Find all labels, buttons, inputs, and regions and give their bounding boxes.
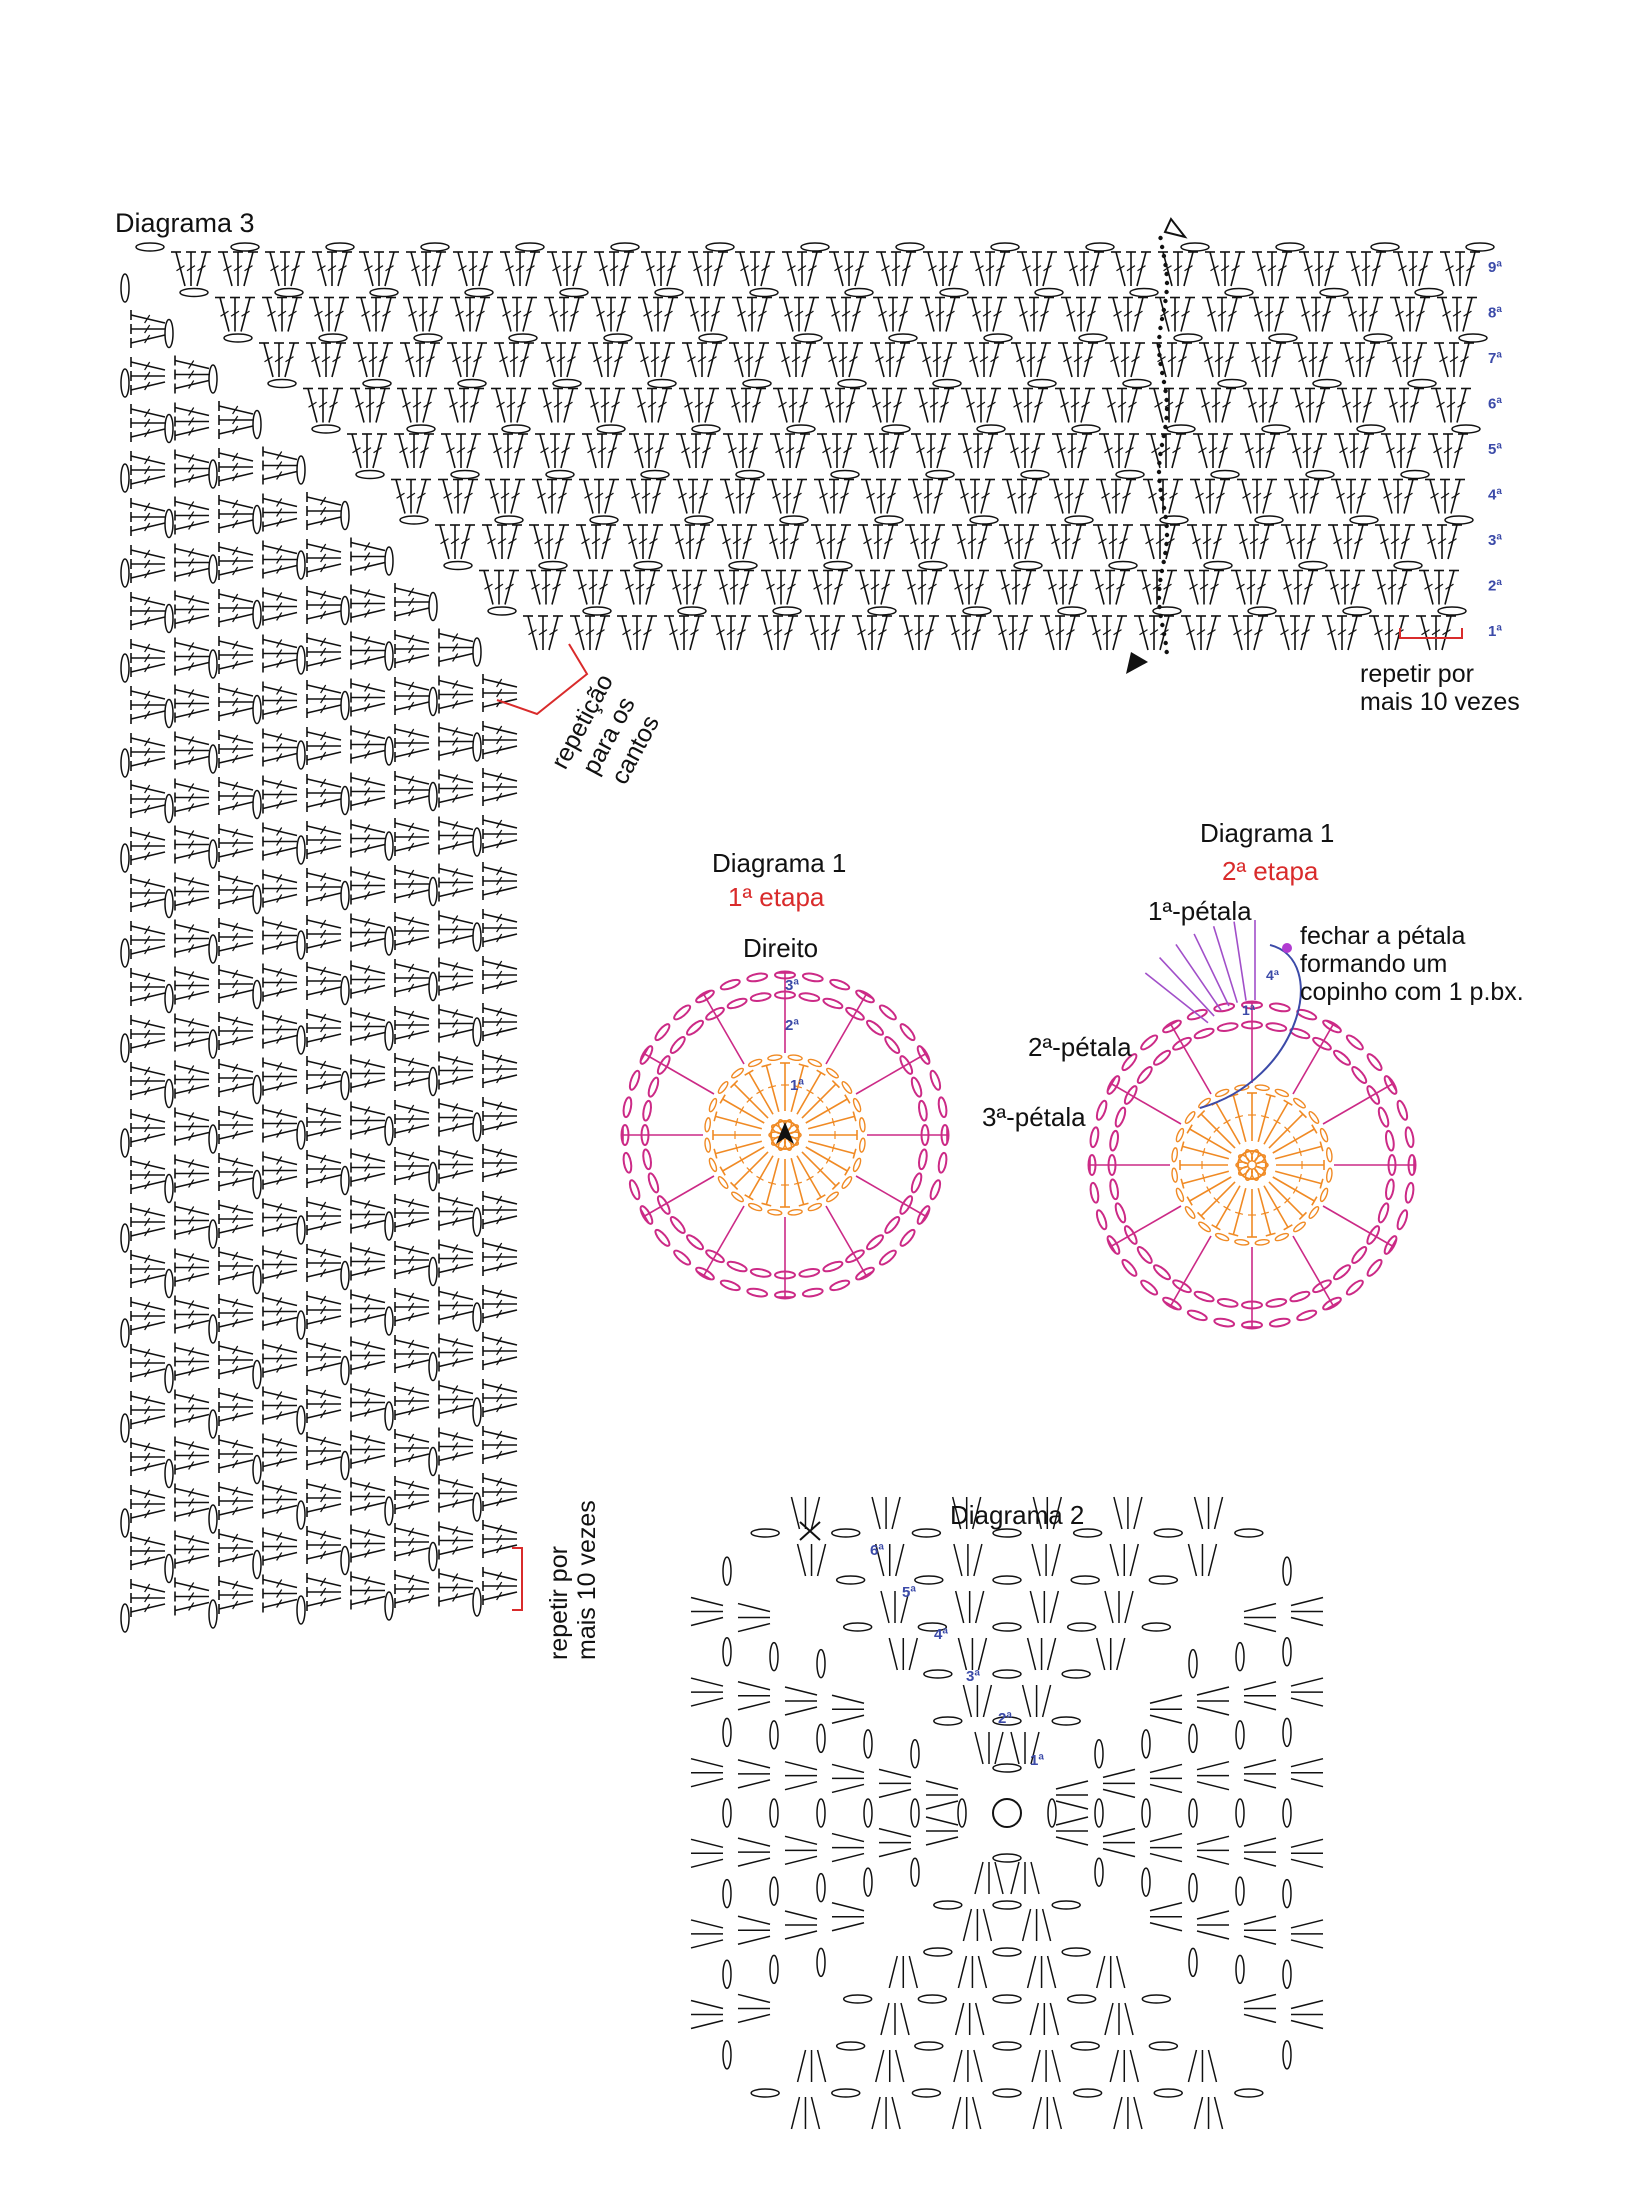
diagram1b-petal2: 2ª-pétala <box>1028 1032 1132 1062</box>
diagram3-row-label: 6ª <box>1488 396 1502 413</box>
diagram2-round-label: 1ª <box>1030 1752 1044 1769</box>
diagram3-row-label: 3ª <box>1488 532 1502 549</box>
diagram1b-title: Diagrama 1 <box>1200 818 1335 848</box>
diagram1b-round-label: 1ª <box>1242 1002 1256 1018</box>
diagram1a-title: Diagrama 1 <box>712 848 847 878</box>
diagram3-row-label: 8ª <box>1488 305 1502 322</box>
diagram3-row: 9ª <box>135 242 1502 287</box>
diagram3-column <box>120 273 166 1633</box>
start-arrow-icon <box>776 1122 794 1144</box>
diagram3-row: 5ª <box>311 424 1502 469</box>
diagram1b-petal3: 3ª-pétala <box>982 1102 1086 1132</box>
diagram3-column <box>340 500 386 1610</box>
diagram3-row-label: 9ª <box>1488 259 1502 276</box>
diagram3-row: 2ª <box>443 560 1502 605</box>
diagram2-round-label: 2ª <box>998 1710 1012 1727</box>
diagram3-repeat-right-label: repetir por mais 10 vezes <box>1360 660 1520 716</box>
scissors-icon <box>799 1521 821 1541</box>
diagram3-join-line <box>1126 217 1188 674</box>
diagram3-repeat-bottom-label: repetir por mais 10 vezes <box>545 1500 601 1660</box>
diagram2-title: Diagrama 2 <box>950 1500 1085 1530</box>
diagram3-row: 8ª <box>179 287 1502 332</box>
diagram2-round-label: 5ª <box>902 1584 916 1601</box>
diagram3-row: 1ª <box>487 606 1502 651</box>
diagram3-row-label: 7ª <box>1488 350 1502 367</box>
diagram3-row: 6ª <box>267 378 1502 423</box>
diagram2-round-label: 4ª <box>934 1626 948 1643</box>
diagram3-column <box>472 637 518 1617</box>
diagram1b-stage: 2ª etapa <box>1222 856 1319 886</box>
diagram3-row: 7ª <box>223 333 1502 378</box>
diagram1a-round-label: 1ª <box>790 1077 804 1094</box>
diagram3-title: Diagrama 3 <box>115 208 255 238</box>
diagram2-round-label: 3ª <box>966 1668 980 1685</box>
diagram3-column <box>296 455 342 1625</box>
diagram3-row-label: 2ª <box>1488 578 1502 595</box>
diagram3-column <box>164 318 210 1616</box>
diagram1-motif <box>1087 1000 1417 1330</box>
diagram1a-stage: 1ª etapa <box>728 882 825 912</box>
diagram1a-side-label: Direito <box>743 933 819 963</box>
diagram1b-round-label: 4ª <box>1266 967 1280 983</box>
diagram1b-petal: 4ª 1ª <box>1144 920 1302 1109</box>
diagram1b-note: fechar a pétala formando um copinho com … <box>1300 922 1524 1006</box>
diagram2-round-label: 6ª <box>870 1542 884 1559</box>
diagram3-column <box>428 591 474 1607</box>
diagram1a-round-label: 2ª <box>785 1017 799 1034</box>
diagram2-square: 1ª 2ª 3ª 4ª 5ª 6ª <box>690 1496 1324 2130</box>
diagram3-row: 4ª <box>355 469 1502 514</box>
diagram1b-petal1: 1ª-pétala <box>1148 896 1252 926</box>
diagram3-row-label: 4ª <box>1488 487 1502 504</box>
diagram3-repeat-bracket <box>496 628 1463 1611</box>
diagram1a-round-label: 3ª <box>785 977 799 994</box>
diagram3-row-label: 1ª <box>1488 623 1502 640</box>
diagram3-column <box>208 364 254 1629</box>
diagram1-motif: 3ª 2ª 1ª <box>620 970 950 1300</box>
diagram3-column <box>384 546 430 1621</box>
diagram3-row: 3ª <box>399 515 1502 560</box>
diagram3-column <box>252 409 298 1613</box>
diagram3-row-label: 5ª <box>1488 441 1502 458</box>
